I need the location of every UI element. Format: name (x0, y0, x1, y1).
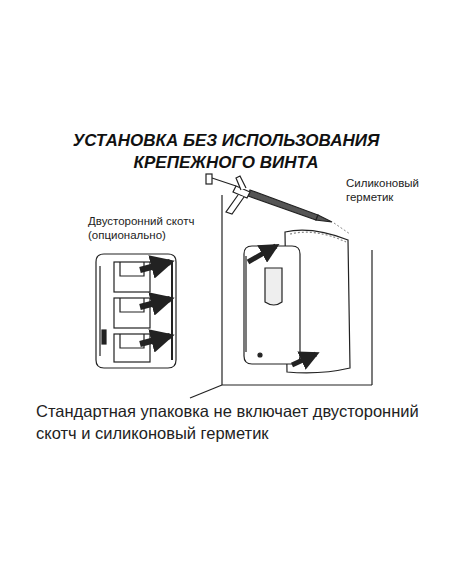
callout-label: Силиконовый герметик (346, 176, 436, 204)
callout-label: Двусторонний скотч (опционально) (88, 214, 216, 242)
title: УСТАНОВКА БЕЗ ИСПОЛЬЗОВАНИЯ КРЕПЕЖНОГО В… (70, 130, 382, 174)
wall-corner (190, 195, 372, 398)
mount-arrows (248, 246, 316, 365)
dispenser-front (244, 246, 300, 364)
dispenser-back (96, 254, 176, 368)
silicone-gun (206, 174, 332, 222)
caption: Стандартная упаковка не включает двустор… (36, 400, 426, 444)
sealant-line (334, 223, 350, 234)
tape-arrows (140, 262, 170, 344)
